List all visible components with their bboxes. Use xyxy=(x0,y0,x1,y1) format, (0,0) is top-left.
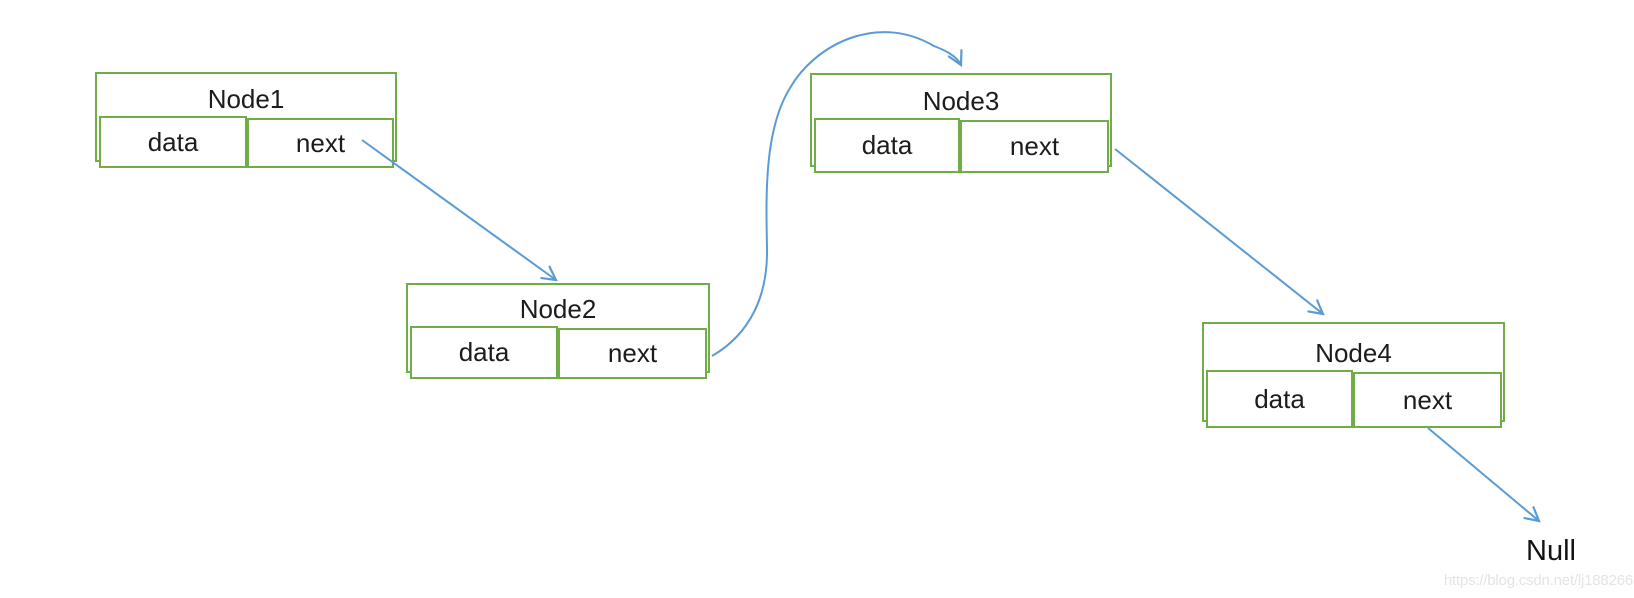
node-next-cell: next xyxy=(247,118,394,168)
node-next-cell: next xyxy=(960,120,1109,173)
node-title: Node3 xyxy=(922,86,1000,116)
node-title: Node1 xyxy=(207,84,285,114)
pointer-arrow-node4-next-to-null xyxy=(1427,427,1541,523)
null-terminator-label: Null xyxy=(1526,535,1576,567)
node-title: Node2 xyxy=(519,294,597,324)
node-data-cell: data xyxy=(1206,370,1353,428)
watermark-url: https://blog.csdn.net/lj188266 xyxy=(1443,572,1633,589)
node-data-cell: data xyxy=(99,116,247,168)
node-next-cell: next xyxy=(558,328,707,379)
pointer-arrow-node3-next-to-node4 xyxy=(1114,148,1325,316)
node-data-cell: data xyxy=(814,118,960,173)
node-next-cell: next xyxy=(1353,372,1502,428)
node-title: Node4 xyxy=(1315,338,1392,368)
node-data-cell: data xyxy=(410,326,558,379)
